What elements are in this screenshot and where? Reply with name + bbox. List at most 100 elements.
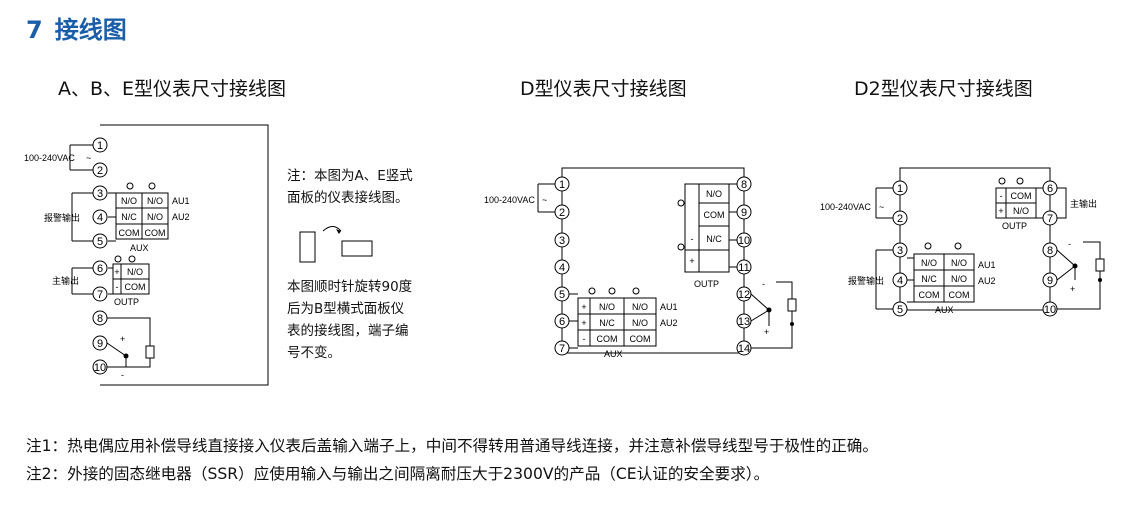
- svg-text:2: 2: [897, 213, 903, 225]
- svg-text:COM: COM: [630, 334, 651, 344]
- svg-text:11: 11: [738, 262, 749, 274]
- aux-cell-com: COM: [119, 228, 140, 238]
- aux-label: AUX: [130, 243, 149, 253]
- resistor: [1095, 258, 1105, 272]
- terminal-1-label: 1: [97, 140, 103, 152]
- svg-text:-: -: [1068, 239, 1071, 249]
- svg-text:10: 10: [1044, 304, 1056, 316]
- svg-text:N/C: N/C: [706, 234, 722, 244]
- abe-alarm-bracket: [71, 192, 93, 242]
- svg-text:+: +: [581, 302, 586, 312]
- d-terminals: 1 2 3 4 5 6 7 8 9 10 11 12 13 14: [554, 176, 752, 356]
- abe-power-label: 100-240VAC: [24, 153, 75, 163]
- abe-sensor: + -: [106, 317, 155, 380]
- svg-text:AU2: AU2: [978, 276, 996, 286]
- svg-text:1: 1: [559, 179, 565, 191]
- note-line: 号不变。: [287, 345, 341, 361]
- terminal-10-label: 10: [94, 362, 106, 374]
- d2-sensor: - +: [1056, 239, 1105, 310]
- svg-text:4: 4: [897, 275, 903, 287]
- terminal-1: [892, 180, 908, 196]
- aux-dot: [148, 182, 156, 190]
- abe-main-label: 主输出: [52, 275, 79, 286]
- svg-text:AU1: AU1: [660, 302, 678, 312]
- note-line: 表的接线图，端子编: [287, 323, 409, 339]
- svg-text:N/O: N/O: [1013, 206, 1029, 216]
- rotate-arrow-icon: [322, 226, 342, 232]
- svg-text:N/C: N/C: [599, 318, 615, 328]
- svg-text:AU1: AU1: [978, 260, 996, 270]
- rotation-illustration: [299, 226, 373, 263]
- terminal-5: [92, 233, 108, 249]
- svg-text:+: +: [120, 334, 125, 344]
- svg-text:N/O: N/O: [951, 274, 967, 284]
- note-line: 面板的仪表接线图。: [287, 190, 409, 206]
- svg-text:13: 13: [738, 316, 750, 328]
- svg-text:2: 2: [559, 207, 565, 219]
- terminal-1: [554, 176, 570, 192]
- outp-plus: +: [114, 267, 119, 277]
- svg-text:COM: COM: [597, 334, 618, 344]
- diagram-d2: 100-240VAC ~ 报警输出 主输出 1 2 3 4 5 6 7 8 9 …: [820, 167, 1105, 317]
- terminal-7-label: 7: [97, 289, 103, 301]
- svg-text:N/O: N/O: [599, 302, 615, 312]
- abe-case-outline: [100, 124, 269, 386]
- svg-text:N/O: N/O: [706, 189, 722, 199]
- diagram-title-d: D型仪表尺寸接线图: [520, 78, 687, 100]
- section-number: 7: [26, 16, 43, 44]
- svg-text:COM: COM: [704, 210, 725, 220]
- d2-outp-box: - COM + N/O OUTP: [995, 177, 1043, 231]
- svg-text:AUX: AUX: [935, 305, 954, 315]
- svg-text:+: +: [1070, 284, 1075, 294]
- d-aux-grid: [577, 297, 657, 347]
- aux-cell-no: N/O: [121, 196, 137, 206]
- d-outp-grid: [684, 183, 730, 273]
- svg-text:N/C: N/C: [921, 274, 937, 284]
- svg-text:-: -: [121, 370, 124, 380]
- svg-text:6: 6: [1047, 183, 1053, 195]
- svg-text:-: -: [583, 334, 586, 344]
- svg-text:N/O: N/O: [921, 258, 937, 268]
- abe-power-tilde: ~: [86, 153, 91, 163]
- d-power-label: 100-240VAC: [484, 195, 535, 205]
- terminal-4: [92, 209, 108, 225]
- svg-text:+: +: [764, 327, 769, 337]
- terminal-3: [892, 242, 908, 258]
- horizontal-panel-icon: [341, 240, 373, 257]
- terminal-2-label: 2: [97, 165, 103, 177]
- resistor: [787, 298, 797, 312]
- terminal-7: [92, 286, 108, 302]
- svg-text:+: +: [998, 206, 1003, 216]
- abe-main-bracket: [71, 267, 93, 295]
- terminal-6-label: 6: [97, 263, 103, 275]
- svg-text:3: 3: [559, 235, 565, 247]
- d-aux-box: + N/O N/O + N/C N/O - COM COM AU1 AU2 AU…: [569, 287, 678, 359]
- outp-label: OUTP: [114, 297, 139, 307]
- d2-power-label: 100-240VAC: [820, 202, 871, 212]
- au2-label: AU2: [172, 212, 190, 222]
- terminal-3-label: 3: [97, 188, 103, 200]
- svg-text:5: 5: [559, 289, 565, 301]
- d2-outp-label: OUTP: [1002, 221, 1027, 231]
- d2-alarm-label: 报警输出: [848, 275, 884, 286]
- terminal-2: [554, 204, 570, 220]
- d2-aux-box: N/O N/O N/C N/O COM COM AU1 AU2 AUX: [907, 242, 996, 315]
- aux-cell-com: COM: [145, 228, 166, 238]
- aux-cell-no: N/O: [147, 196, 163, 206]
- terminal-9-label: 9: [97, 338, 103, 350]
- svg-text:6: 6: [559, 316, 565, 328]
- terminal-6: [92, 260, 108, 276]
- outp-minus: -: [116, 282, 119, 292]
- svg-text:COM: COM: [949, 290, 970, 300]
- resistor: [145, 345, 155, 359]
- vertical-panel-icon: [299, 231, 316, 263]
- aux-cell-no: N/O: [147, 212, 163, 222]
- svg-text:~: ~: [879, 202, 884, 212]
- au1-label: AU1: [172, 196, 190, 206]
- svg-text:10: 10: [738, 235, 750, 247]
- svg-text:12: 12: [738, 289, 750, 301]
- abe-outp-box: + - N/O COM OUTP: [108, 255, 150, 307]
- rotation-note-top: 注：本图为A、E竖式 面板的仪表接线图。: [287, 165, 413, 209]
- aux-dot: [126, 182, 134, 190]
- note-line: 后为B型横式面板仪: [287, 301, 405, 317]
